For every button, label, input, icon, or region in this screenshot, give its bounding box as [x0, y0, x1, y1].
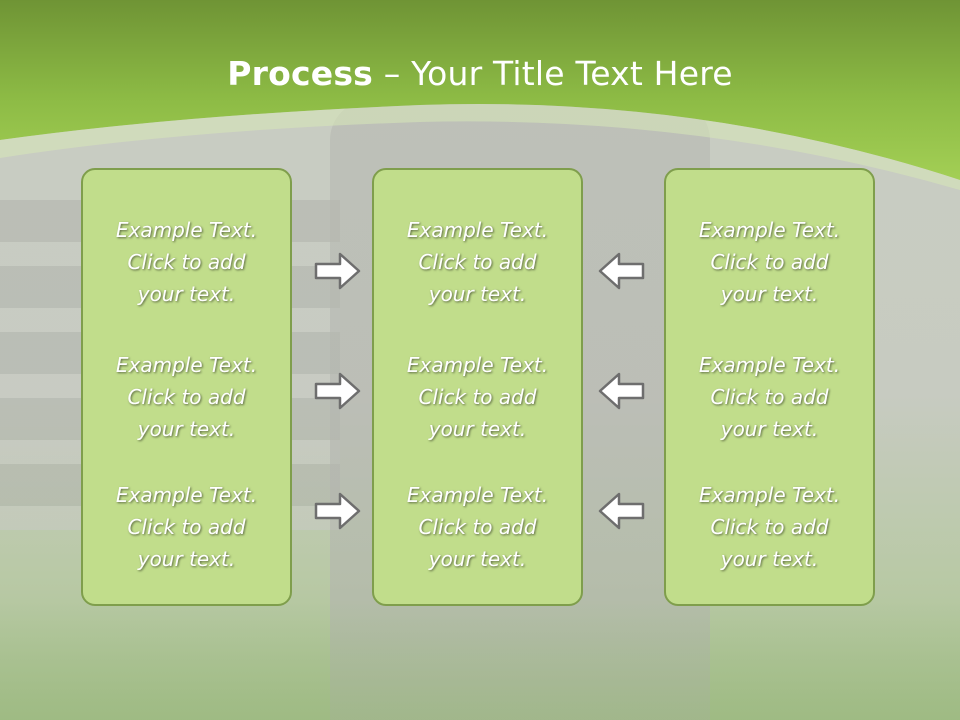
text-entry[interactable]: Example Text. Click to add your text. — [83, 349, 290, 445]
arrow-right-icon — [314, 492, 361, 530]
title-rest: – Your Title Text Here — [373, 54, 733, 93]
entry-line: your text. — [137, 282, 236, 306]
text-box-left[interactable]: Example Text. Click to add your text. Ex… — [81, 168, 292, 606]
header-banner — [0, 0, 960, 190]
text-entry[interactable]: Example Text. Click to add your text. — [666, 479, 873, 575]
entry-line: Click to add — [710, 515, 829, 539]
text-entry[interactable]: Example Text. Click to add your text. — [374, 479, 581, 575]
entry-line: Click to add — [418, 515, 537, 539]
entry-line: Click to add — [710, 385, 829, 409]
entry-line: your text. — [137, 547, 236, 571]
title-bold: Process — [227, 54, 374, 93]
text-entry[interactable]: Example Text. Click to add your text. — [374, 214, 581, 310]
entry-line: Example Text. — [406, 483, 549, 507]
entry-line: Example Text. — [115, 483, 258, 507]
entry-line: your text. — [720, 417, 819, 441]
arrow-right-icon — [314, 372, 361, 410]
entry-line: Click to add — [710, 250, 829, 274]
background-grass — [0, 600, 960, 720]
entry-line: Example Text. — [115, 353, 258, 377]
entry-line: Click to add — [418, 385, 537, 409]
entry-line: your text. — [137, 417, 236, 441]
entry-line: Click to add — [127, 515, 246, 539]
entry-line: Click to add — [418, 250, 537, 274]
entry-line: your text. — [428, 282, 527, 306]
entry-line: Example Text. — [698, 483, 841, 507]
entry-line: Example Text. — [406, 353, 549, 377]
page-title[interactable]: Process – Your Title Text Here — [0, 54, 960, 93]
text-box-right[interactable]: Example Text. Click to add your text. Ex… — [664, 168, 875, 606]
arrow-left-icon — [598, 492, 645, 530]
entry-line: your text. — [720, 547, 819, 571]
text-entry[interactable]: Example Text. Click to add your text. — [666, 349, 873, 445]
entry-line: your text. — [428, 547, 527, 571]
arrow-right-icon — [314, 252, 361, 290]
entry-line: Click to add — [127, 385, 246, 409]
text-entry[interactable]: Example Text. Click to add your text. — [374, 349, 581, 445]
entry-line: Example Text. — [698, 218, 841, 242]
entry-line: Example Text. — [698, 353, 841, 377]
arrow-left-icon — [598, 252, 645, 290]
entry-line: Click to add — [127, 250, 246, 274]
arrow-left-icon — [598, 372, 645, 410]
entry-line: your text. — [428, 417, 527, 441]
entry-line: Example Text. — [406, 218, 549, 242]
text-box-center[interactable]: Example Text. Click to add your text. Ex… — [372, 168, 583, 606]
text-entry[interactable]: Example Text. Click to add your text. — [83, 214, 290, 310]
text-entry[interactable]: Example Text. Click to add your text. — [666, 214, 873, 310]
entry-line: your text. — [720, 282, 819, 306]
entry-line: Example Text. — [115, 218, 258, 242]
text-entry[interactable]: Example Text. Click to add your text. — [83, 479, 290, 575]
